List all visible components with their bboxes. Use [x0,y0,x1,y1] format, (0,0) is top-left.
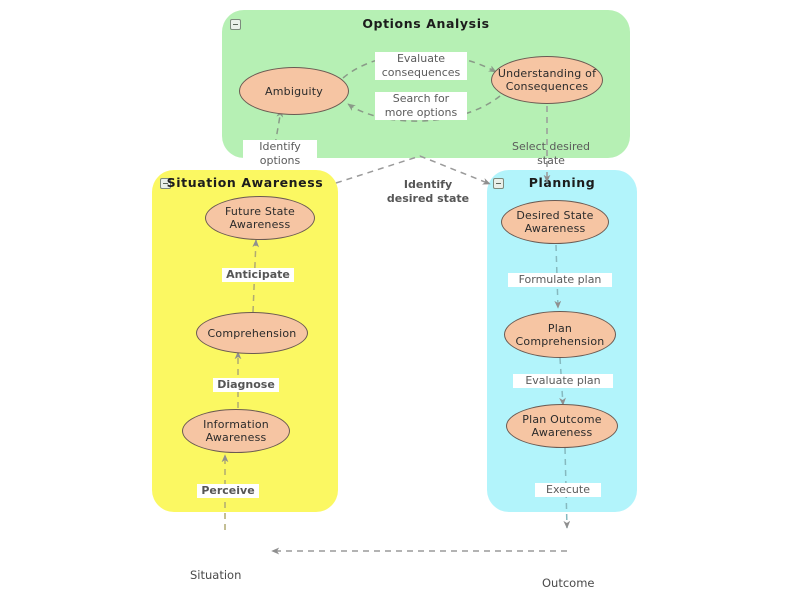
identify-desired-state-line2: desired state [386,192,470,205]
node-understanding-line1: Understanding of [497,67,597,80]
panel-title-options-analysis: Options Analysis [362,16,490,31]
label-situation: Situation [190,568,242,582]
node-ambiguity[interactable]: Ambiguity [239,67,349,115]
node-desired-state-awareness[interactable]: Desired State Awareness [501,200,609,244]
panel-title-planning: Planning [528,175,596,190]
node-desired-state-line1: Desired State [516,209,594,222]
node-plan-outcome-awareness[interactable]: Plan Outcome Awareness [506,404,618,448]
select-desired-state-line1: Select desired [512,140,590,153]
panel-title-situation-awareness: Situation Awareness [166,175,324,190]
node-comprehension-label: Comprehension [207,326,297,340]
evaluate-consequences-line1: Evaluate [396,52,446,65]
edge-label-evaluate-plan: Evaluate plan [513,374,613,388]
node-future-state-line2: Awareness [229,218,291,231]
node-information-awareness[interactable]: Information Awareness [182,409,290,453]
edge-label-diagnose: Diagnose [213,378,279,392]
minus-box-icon[interactable] [493,178,504,189]
evaluate-consequences-line2: consequences [381,66,461,79]
node-plan-comprehension[interactable]: Plan Comprehension [504,311,616,358]
node-future-state-line1: Future State [224,205,296,218]
node-future-state-awareness[interactable]: Future State Awareness [205,196,315,240]
select-desired-state-line2: state [537,154,565,167]
node-understanding-line2: Consequences [505,80,589,93]
node-information-line1: Information [203,418,269,431]
node-plan-comprehension-line1: Plan [547,321,573,335]
minus-box-icon[interactable] [160,178,171,189]
edge-label-perceive: Perceive [197,484,259,498]
edge-label-identify-options: Identify options [243,140,317,168]
identify-options-line1: Identify [259,140,301,153]
node-comprehension[interactable]: Comprehension [196,312,308,354]
search-more-options-line1: Search for [392,92,450,105]
edge-label-evaluate-consequences: Evaluate consequences [375,52,467,80]
node-plan-outcome-line1: Plan Outcome [522,413,602,426]
edge-label-anticipate: Anticipate [222,268,294,282]
label-outcome: Outcome [542,576,595,590]
identify-options-line2: options [259,154,301,167]
node-plan-outcome-line2: Awareness [531,426,593,439]
search-more-options-line2: more options [384,106,458,119]
node-understanding-of-consequences[interactable]: Understanding of Consequences [491,56,603,104]
edge-label-execute: Execute [535,483,601,497]
node-ambiguity-label: Ambiguity [265,84,323,98]
edge-label-identify-desired-state: Identify desired state [378,178,478,206]
identify-desired-state-line1: Identify [403,178,453,191]
edge-label-formulate-plan: Formulate plan [508,273,612,287]
edge-label-select-desired-state: Select desired state [503,140,599,168]
node-plan-comprehension-line2: Comprehension [515,334,605,348]
edge-label-search-more-options: Search for more options [375,92,467,120]
minus-box-icon[interactable] [230,19,241,30]
node-information-line2: Awareness [205,431,267,444]
node-desired-state-line2: Awareness [524,222,586,235]
